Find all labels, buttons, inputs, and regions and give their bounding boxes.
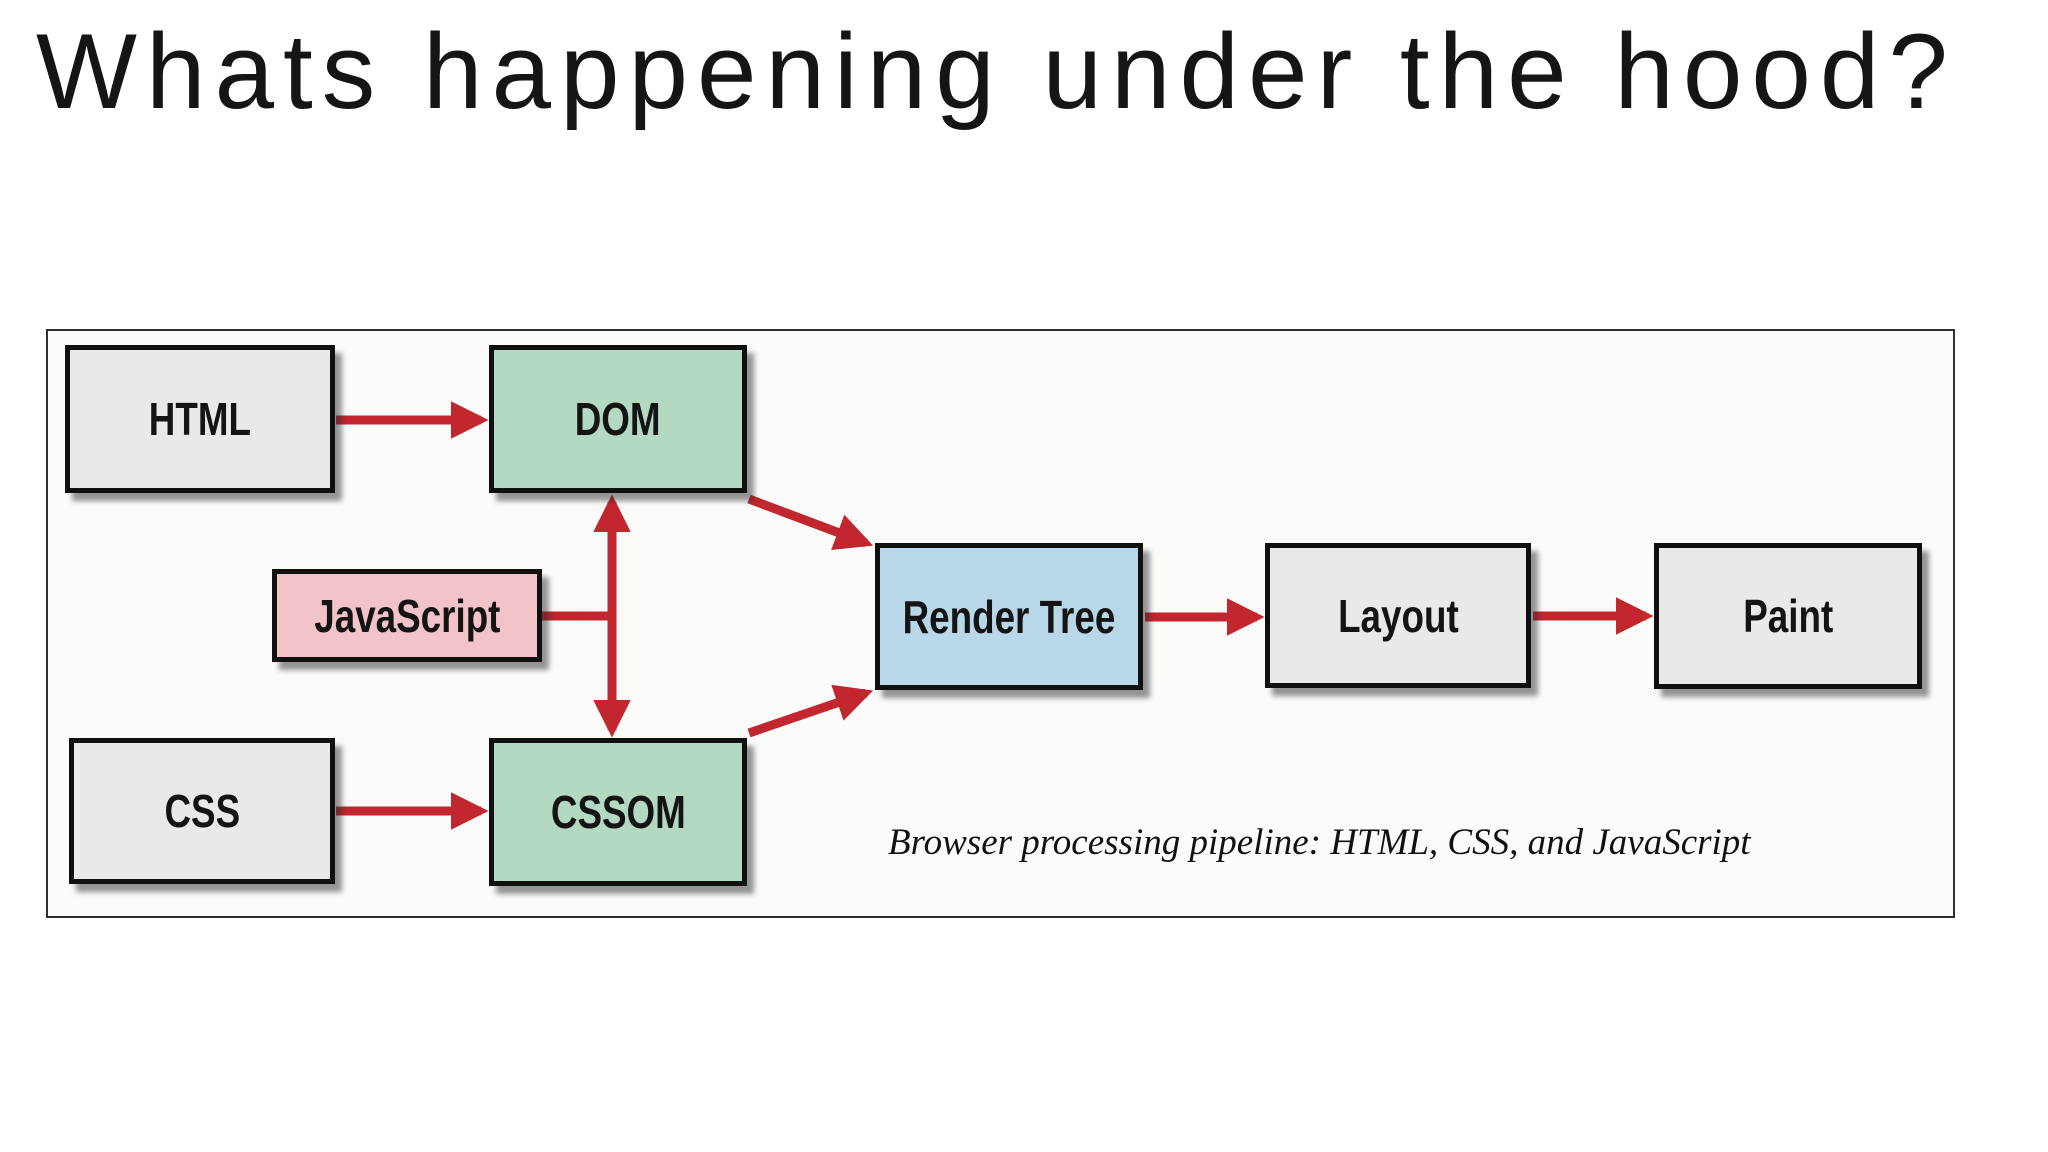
node-javascript-label: JavaScript: [313, 589, 501, 642]
node-dom: DOM: [489, 345, 747, 493]
node-render-tree: Render Tree: [875, 543, 1143, 690]
pipeline-figure: HTML DOM JavaScript CSS CSSOM Render Tre…: [46, 329, 1955, 918]
node-render-tree-label: Render Tree: [902, 590, 1116, 643]
node-css: CSS: [69, 738, 335, 884]
node-cssom-label: CSSOM: [550, 786, 686, 838]
node-html-label: HTML: [148, 393, 252, 445]
flow-arrows: [336, 401, 1654, 830]
arrow-dom-to-rendertree: [747, 494, 874, 551]
node-css-label: CSS: [164, 785, 240, 837]
node-javascript: JavaScript: [272, 569, 542, 662]
node-layout: Layout: [1265, 543, 1531, 688]
slide-title: Whats happening under the hood?: [36, 11, 1957, 131]
figure-caption: Browser processing pipeline: HTML, CSS, …: [888, 822, 1751, 863]
node-paint: Paint: [1654, 543, 1922, 689]
node-cssom: CSSOM: [489, 738, 747, 886]
arrow-cssom-to-rendertree: [747, 684, 874, 738]
node-dom-label: DOM: [575, 393, 661, 445]
node-layout-label: Layout: [1337, 589, 1459, 642]
node-paint-label: Paint: [1743, 590, 1833, 642]
node-html: HTML: [65, 345, 335, 493]
